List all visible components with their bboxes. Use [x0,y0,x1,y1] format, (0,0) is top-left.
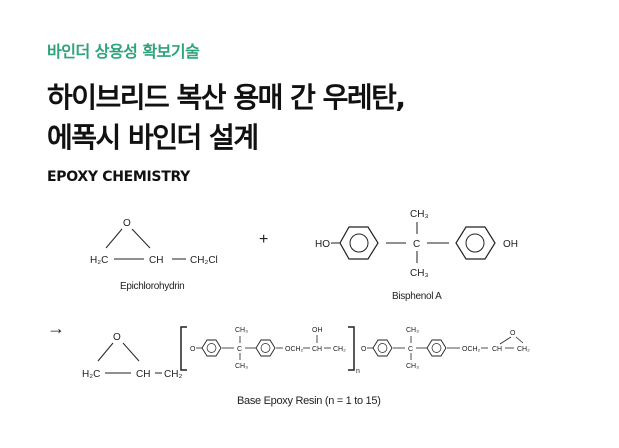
epoxy-resin-structure: O H₂C CH CH₂ O C CH₃ CH₃ OCH₂ CH OH CH₂ [82,326,530,407]
end-och2: OCH₂ [462,346,481,353]
repeat-bracket-right [348,326,355,371]
end-ch3-top: CH₃ [406,327,419,334]
bpa-oh: OH [503,239,518,250]
end-ch3-bottom: CH₃ [406,363,419,370]
section-kicker: 바인더 상용성 확보기술 [47,42,200,61]
product-ch2: CH₂ [164,369,182,380]
repeat-och2: OCH₂ [285,346,304,353]
epi-h2c: H₂C [90,255,108,266]
repeat-bracket-left [180,326,187,371]
bpa-ho: HO [315,239,330,250]
plus-sign: + [259,231,268,248]
end-carbon: C [408,346,413,353]
page-title-line-2: 에폭시 바인더 설계 [47,121,259,154]
product-ch: CH [136,369,150,380]
repeat-oxygen: O [190,346,196,353]
repeat-count-n: n [356,368,360,375]
epichlorohydrin-label: Epichlorohydrin [120,281,184,292]
end-ch2: CH₂ [517,346,530,353]
epi-ch2cl: CH₂Cl [190,255,218,266]
product-h2c: H₂C [82,369,100,380]
repeat-carbon: C [237,346,242,353]
repeat-ch: CH [312,346,322,353]
epi-ch: CH [149,255,163,266]
reaction-arrow: → [47,318,65,338]
epichlorohydrin-structure: O H₂C CH CH₂Cl Epichlorohydrin [90,218,218,292]
page-title: 하이브리드 복산 용매 간 우레탄, 에폭시 바인더 설계 [47,78,406,158]
bpa-ch3-bottom: CH₃ [410,268,429,279]
repeat-ch3-top: CH₃ [235,327,248,334]
repeat-ch2: CH₂ [333,346,346,353]
repeat-oh: OH [312,327,323,334]
epoxy-resin-label: Base Epoxy Resin (n = 1 to 15) [237,395,381,407]
product-oxygen: O [113,332,121,343]
bisphenol-a-structure: HO C CH₃ CH₃ OH Bisphenol A [315,209,518,302]
end-ch: CH [492,346,502,353]
bpa-right-benzene-ring [455,226,496,260]
bpa-ch3-top: CH₃ [410,209,429,220]
bpa-central-carbon: C [413,239,420,250]
bisphenol-a-label: Bisphenol A [392,291,442,302]
epi-oxygen: O [123,218,131,229]
end-epoxide-oxygen: O [510,330,516,337]
bpa-left-benzene-ring [339,226,379,260]
repeat-ch3-bottom: CH₃ [235,363,248,370]
end-oxygen: O [361,346,367,353]
section-heading: EPOXY CHEMISTRY [47,169,191,185]
page-title-line-1: 하이브리드 복산 용매 간 우레탄, [47,81,406,114]
